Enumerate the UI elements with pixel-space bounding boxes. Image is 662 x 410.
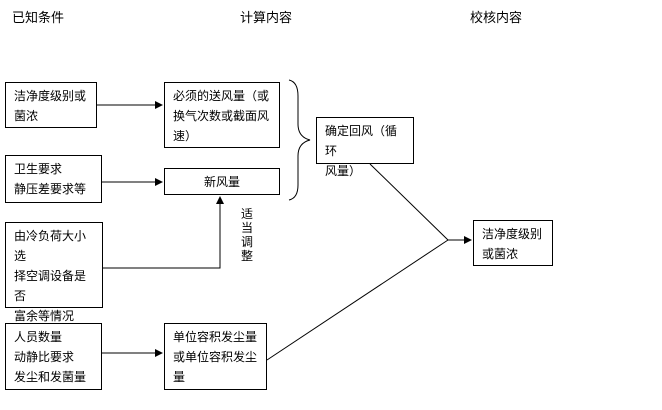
box-cleanliness-level: 洁净度级别或 菌浓 xyxy=(5,82,97,128)
header-calculation-content: 计算内容 xyxy=(240,11,293,26)
header-check-content: 校核内容 xyxy=(470,11,523,26)
brace-calculation xyxy=(288,79,311,201)
line-dust-to-convergence xyxy=(266,239,449,361)
box-personnel: 人员数量 动静比要求 发尘和发菌量 xyxy=(5,323,102,390)
box-result-cleanliness: 洁净度级别 或菌浓 xyxy=(473,220,553,266)
header-known-conditions: 已知条件 xyxy=(12,11,65,26)
box-cooling-load: 由冷负荷大小选 择空调设备是否 富余等情况 xyxy=(5,222,103,323)
box-supply-air: 必须的送风量（或 换气次数或截面风 速） xyxy=(164,82,280,148)
box-return-air: 确定回风（循环 风量） xyxy=(316,117,414,178)
box-dust-generation: 单位容积发尘量 或单位容积发尘 量 xyxy=(164,323,267,390)
label-adjust: 适当调整 xyxy=(240,207,253,263)
arrow-cooling-to-fresh xyxy=(103,196,224,269)
box-hygiene-pressure: 卫生要求 静压差要求等 xyxy=(5,155,102,203)
line-return-to-convergence xyxy=(369,163,449,241)
box-fresh-air: 新风量 xyxy=(164,168,280,195)
